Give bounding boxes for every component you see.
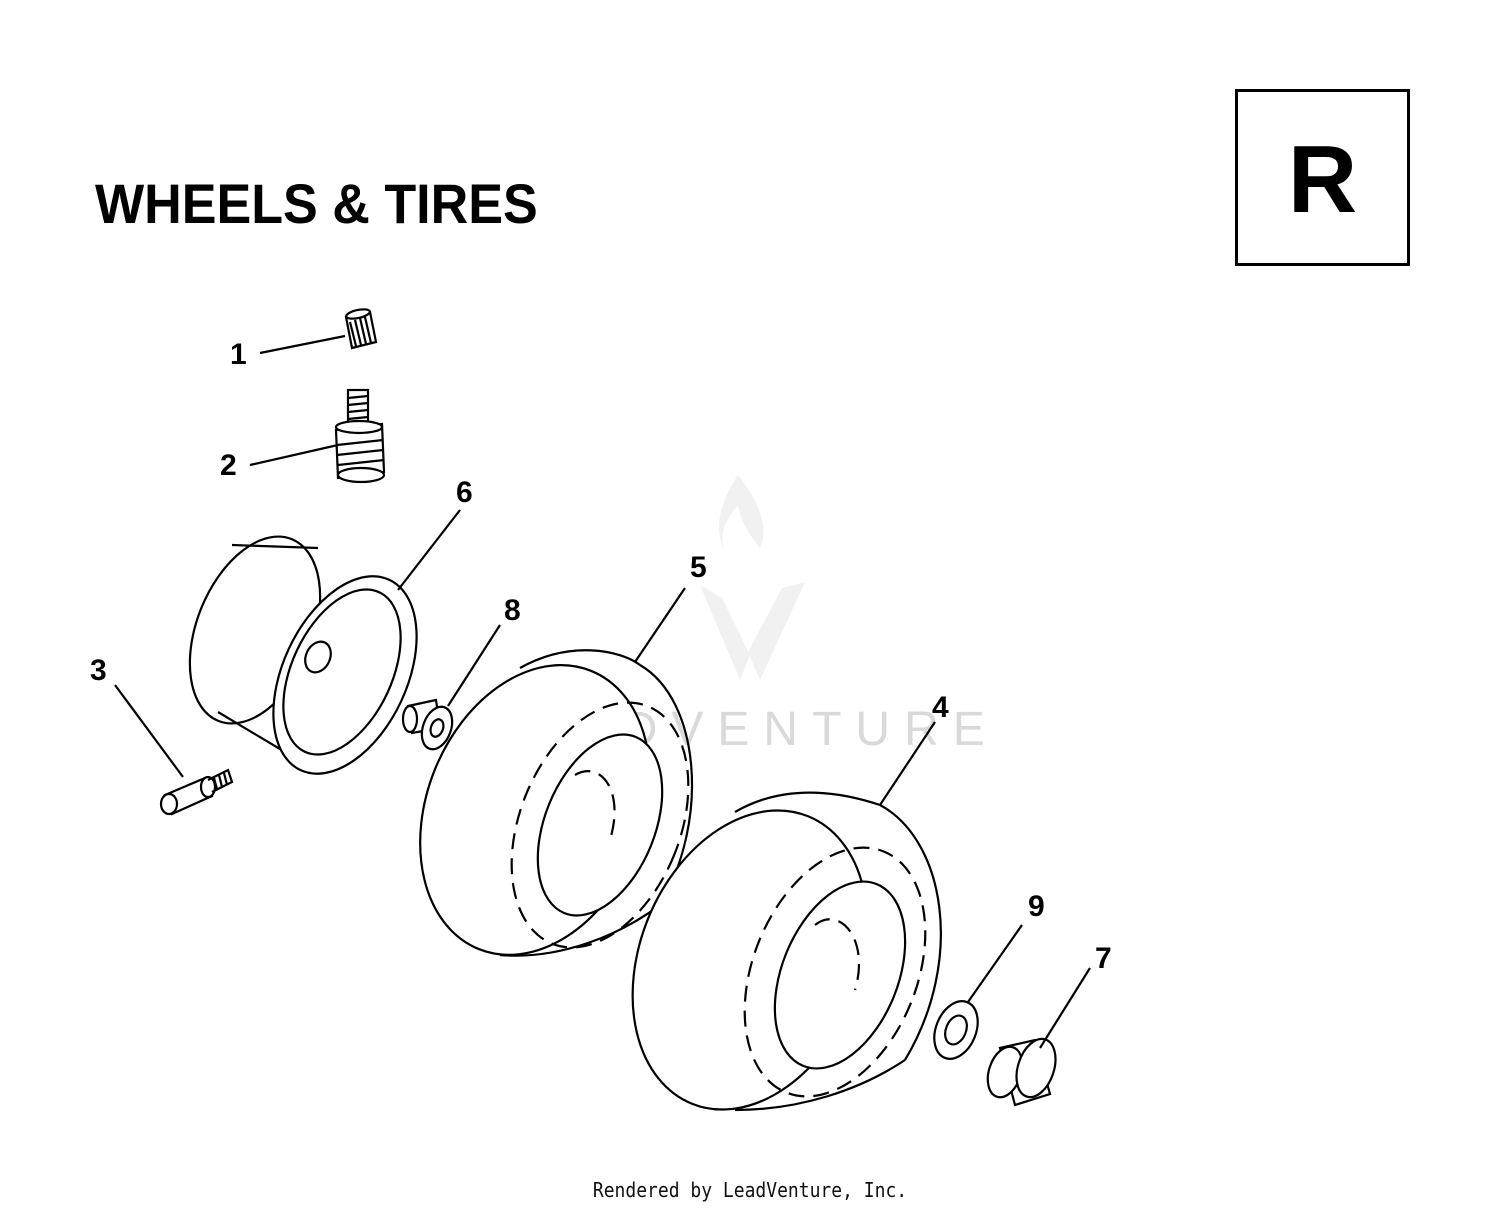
washer-part (933, 1000, 979, 1060)
page-title: WHEELS & TIRES (95, 172, 538, 235)
leader-line-7 (1039, 967, 1091, 1049)
leader-line-8 (447, 624, 501, 707)
callout-2: 2 (220, 449, 237, 482)
callout-4: 4 (932, 691, 949, 724)
leader-line-6 (397, 509, 461, 591)
callout-7: 7 (1095, 942, 1112, 975)
tire-front-part (419, 649, 694, 957)
footer-credit: Rendered by LeadVenture, Inc. (592, 1178, 908, 1202)
leader-line-9 (967, 924, 1023, 1003)
lug-bolt-part (159, 768, 234, 816)
hub-cap-part (986, 1037, 1057, 1107)
valve-stem-part (334, 388, 386, 484)
wheel-rim-part (188, 535, 418, 775)
callout-5: 5 (690, 551, 707, 584)
leader-line-4 (879, 721, 936, 806)
callout-1: 1 (230, 338, 247, 371)
callout-3: 3 (90, 654, 107, 687)
section-letter: R (1287, 126, 1358, 233)
leader-line-2 (249, 443, 339, 467)
bushing-part (401, 698, 454, 751)
leader-line-1 (259, 334, 346, 355)
callout-8: 8 (504, 594, 521, 627)
leader-line-3 (114, 684, 184, 778)
section-badge: R (1235, 89, 1410, 266)
tire-rear-part (631, 791, 942, 1112)
watermark-logo (700, 475, 805, 680)
leader-line-5 (634, 587, 686, 663)
callout-9: 9 (1028, 890, 1045, 923)
callout-6: 6 (456, 476, 473, 509)
valve-cap-part (344, 308, 378, 350)
